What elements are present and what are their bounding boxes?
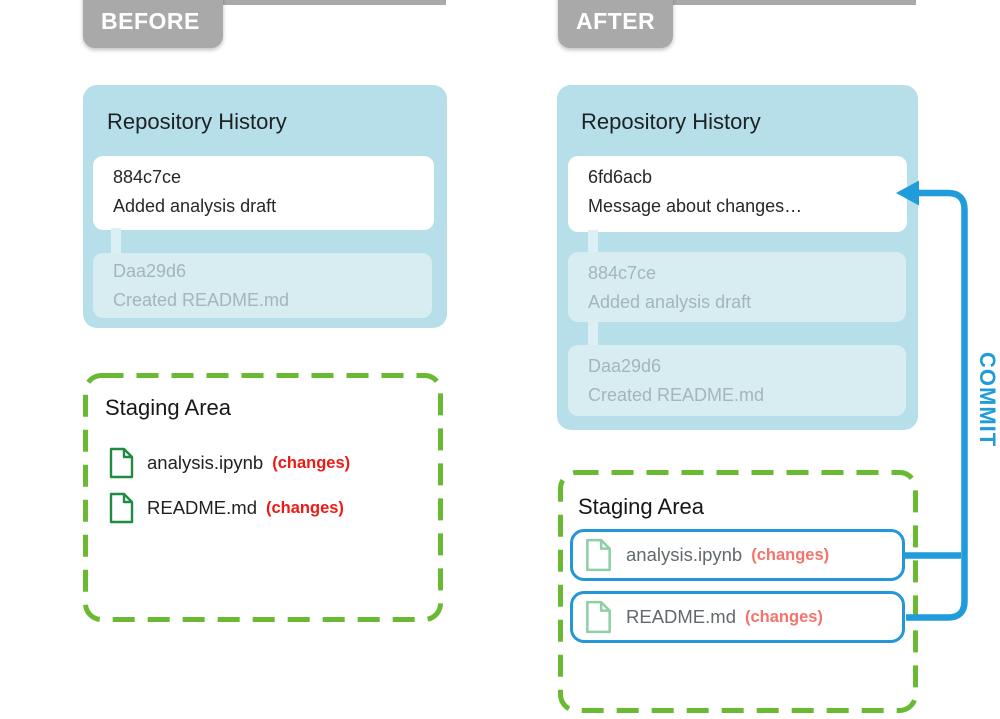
file-icon — [586, 538, 611, 572]
commit-action-label: COMMIT — [975, 352, 1000, 448]
commit-card-oldest: Daa29d6 Created README.md — [568, 345, 906, 416]
cropped-panel-bottom-edge — [222, 0, 446, 5]
dashed-border — [558, 470, 918, 713]
cropped-panel-bottom-edge — [672, 0, 916, 5]
commit-card-older: Daa29d6 Created README.md — [93, 253, 432, 318]
staged-file-card: README.md (changes) — [570, 591, 905, 643]
commit-hash: Daa29d6 — [588, 356, 662, 376]
file-name: README.md — [147, 497, 257, 518]
commit-message: Created README.md — [113, 290, 290, 310]
file-name: analysis.ipynb — [626, 544, 743, 565]
after-repository-history-box: Repository History 6fd6acb Message about… — [557, 85, 918, 430]
file-name: README.md — [626, 606, 736, 627]
staged-file-row: README.md (changes) — [109, 491, 344, 525]
after-staging-area-box: Staging Area analysis.ipynb (changes) RE… — [558, 470, 918, 713]
commit-card-older: 884c7ce Added analysis draft — [568, 252, 906, 322]
file-status: (changes) — [272, 453, 351, 472]
file-icon — [109, 492, 134, 524]
repository-history-title: Repository History — [107, 109, 287, 134]
repository-history-title: Repository History — [581, 109, 761, 134]
commit-message: Message about changes… — [588, 196, 803, 216]
file-status: (changes) — [751, 545, 830, 564]
file-name: analysis.ipynb — [147, 452, 264, 473]
commit-hash: 6fd6acb — [588, 167, 653, 187]
commit-link-connector — [588, 320, 598, 348]
commit-message: Created README.md — [588, 385, 765, 405]
dashed-border — [83, 373, 443, 622]
commit-card-latest: 884c7ce Added analysis draft — [93, 156, 434, 230]
file-icon — [586, 600, 611, 634]
commit-card-new: 6fd6acb Message about changes… — [568, 156, 907, 232]
file-icon — [109, 447, 134, 479]
before-staging-area-box: Staging Area analysis.ipynb (changes) RE… — [83, 373, 443, 622]
commit-link-connector — [111, 228, 121, 256]
file-status: (changes) — [266, 498, 344, 517]
commit-hash: 884c7ce — [588, 263, 657, 283]
commit-message: Added analysis draft — [113, 196, 277, 216]
file-status: (changes) — [745, 607, 823, 626]
commit-hash: Daa29d6 — [113, 261, 187, 281]
commit-link-connector — [588, 230, 598, 258]
staging-area-title: Staging Area — [105, 395, 231, 420]
before-label: BEFORE — [83, 0, 223, 48]
staged-file-card: analysis.ipynb (changes) — [570, 529, 905, 581]
after-label: AFTER — [558, 0, 673, 48]
commit-message: Added analysis draft — [588, 292, 752, 312]
commit-hash: 884c7ce — [113, 167, 182, 187]
staged-file-row: analysis.ipynb (changes) — [109, 446, 350, 480]
staging-area-title: Staging Area — [578, 494, 704, 519]
before-repository-history-box: Repository History 884c7ce Added analysi… — [83, 85, 447, 328]
